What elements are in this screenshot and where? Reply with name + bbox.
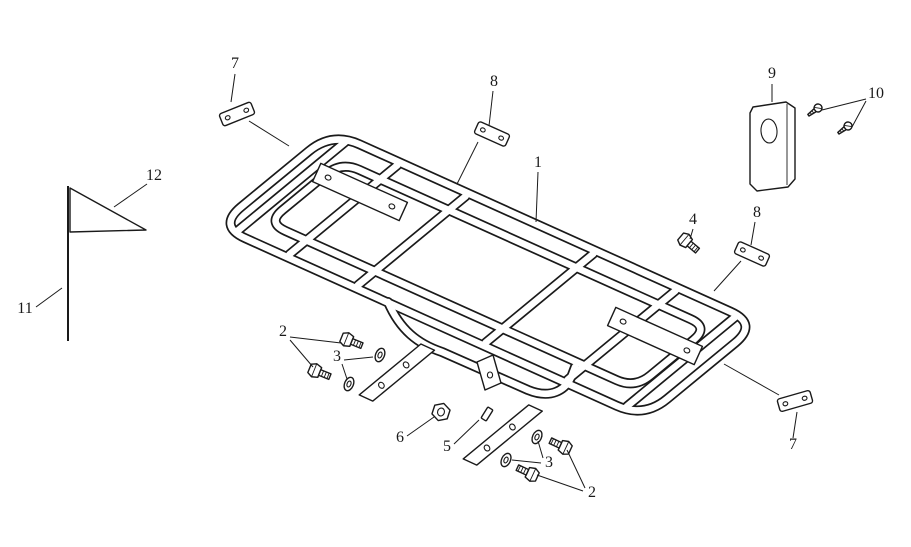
rack-left-platform-plate	[311, 162, 409, 222]
callout-10: 10	[868, 85, 884, 102]
part-7-reflector-plate-bottom	[776, 389, 814, 413]
part-3-washer-bottom-a	[498, 451, 514, 469]
callout-6: 6	[396, 429, 404, 446]
part-10-screw-b	[835, 119, 855, 138]
callout-4: 4	[689, 211, 697, 228]
part-6-nut	[431, 402, 451, 422]
leader-lines	[35, 73, 867, 492]
callout-9: 9	[768, 65, 776, 82]
part-10-screw-a	[805, 101, 825, 120]
callout-8-right: 8	[753, 204, 761, 221]
callout-2-bottom: 2	[588, 484, 596, 501]
part-9-bracket-plate	[749, 101, 796, 192]
part-5-pin	[480, 406, 494, 422]
part-8-reflector-plate-top	[473, 120, 511, 148]
callout-3-left: 3	[333, 348, 341, 365]
callout-7-top: 7	[231, 55, 239, 72]
part-3-washer-left-a	[341, 375, 357, 393]
callout-2-left: 2	[279, 323, 287, 340]
callout-11: 11	[17, 300, 32, 317]
part-4-bolt	[675, 230, 703, 257]
callout-12: 12	[146, 167, 162, 184]
rack-center-tab	[476, 354, 502, 391]
part-7-reflector-plate-top	[218, 100, 256, 128]
part-1-rack-frame	[231, 139, 746, 466]
callout-3-bottom: 3	[545, 454, 553, 471]
part-2-bolt-bottom-a	[513, 460, 542, 485]
rack-right-platform-plate	[606, 306, 704, 366]
part-3-washer-bottom-b	[529, 428, 545, 446]
callout-labels: 1 2 2 3 3 4 5 6 7 7 8 8 9 10 11 12	[17, 55, 884, 501]
part-2-bolt-left-b	[338, 330, 366, 353]
callout-7-bottom: 7	[789, 436, 797, 453]
callout-1: 1	[534, 154, 542, 171]
callout-5: 5	[443, 438, 451, 455]
part-3-washer-left-b	[372, 346, 388, 364]
part-2-bolt-bottom-b	[546, 433, 575, 458]
callout-8-top: 8	[490, 73, 498, 90]
rack-center-mount-bracket	[462, 404, 543, 466]
part-12-flag	[69, 187, 147, 233]
rack-left-mount-bracket	[358, 343, 436, 402]
